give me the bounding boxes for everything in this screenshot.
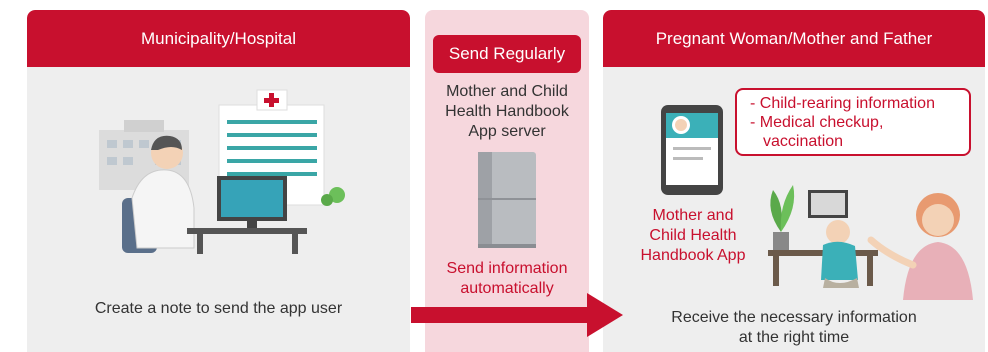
right-caption: Receive the necessary information at the… xyxy=(603,308,985,348)
server-icon xyxy=(478,152,536,248)
app-label-line: Mother and xyxy=(652,207,734,224)
server-label: Mother and Child Health Handbook App ser… xyxy=(425,82,589,142)
right-caption-line: at the right time xyxy=(738,329,850,346)
info-callout: - Child-rearing information - Medical ch… xyxy=(735,88,971,156)
app-server-panel: Send Regularly Mother and Child Health H… xyxy=(425,10,589,352)
callout-item: - Medical checkup, xyxy=(750,114,884,131)
callout-item: vaccination xyxy=(763,133,844,150)
callout-item: - Child-rearing information xyxy=(750,95,935,112)
auto-send-line: Send information xyxy=(446,260,568,277)
panel-title-left: Municipality/Hospital xyxy=(27,10,410,67)
send-regularly-badge: Send Regularly xyxy=(433,35,581,73)
app-label: Mother and Child Health Handbook App xyxy=(633,206,753,266)
municipality-hospital-panel: Municipality/Hospital xyxy=(27,10,410,352)
mother-father-panel: Pregnant Woman/Mother and Father Receive… xyxy=(603,10,985,352)
auto-send-line: automatically xyxy=(460,280,554,297)
server-label-line: Mother and Child xyxy=(446,83,568,100)
server-label-line: App server xyxy=(468,123,546,140)
server-label-line: Health Handbook xyxy=(445,103,569,120)
tablet-app-icon xyxy=(661,105,723,195)
auto-send-label: Send information automatically xyxy=(425,259,589,299)
right-caption-line: Receive the necessary information xyxy=(671,309,917,326)
panel-title-right: Pregnant Woman/Mother and Father xyxy=(603,10,985,67)
app-label-line: Handbook App xyxy=(640,247,746,264)
family-illustration-icon xyxy=(768,185,973,300)
left-caption: Create a note to send the app user xyxy=(94,300,343,317)
doctor-at-computer-icon xyxy=(122,135,307,254)
app-label-line: Child Health xyxy=(649,227,737,244)
flow-arrow-icon xyxy=(411,293,623,337)
